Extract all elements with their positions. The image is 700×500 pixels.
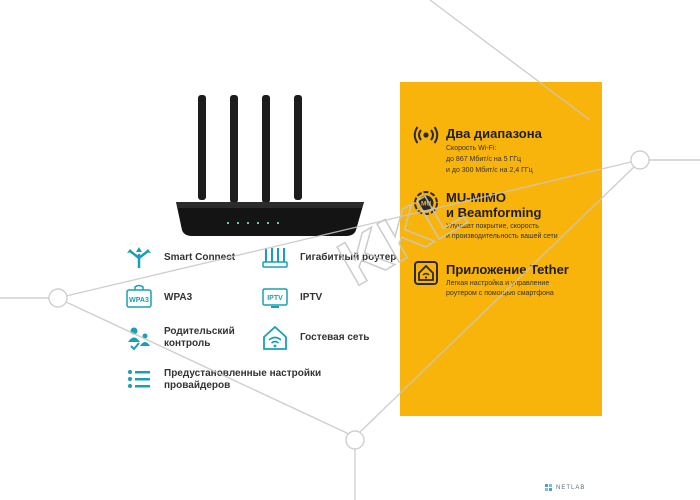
netlab-logo: NETLAB: [545, 484, 585, 492]
isp-settings-icon: [124, 365, 154, 395]
tether-title: Приложение Tether: [446, 262, 569, 277]
smart-connect-icon: [124, 243, 154, 273]
feature-iptv: IPTV IPTV: [260, 283, 322, 313]
dual-band-signal-icon: [413, 122, 439, 148]
feature-label: Гостевая сеть: [300, 332, 370, 343]
router-image: [170, 90, 370, 238]
feature-wpa3: WPA3 WPA3: [124, 283, 192, 313]
guest-network-icon: [260, 323, 290, 353]
gigabit-ports-icon: [260, 243, 290, 273]
iptv-icon: IPTV: [260, 283, 290, 313]
feature-label: Smart Connect: [164, 252, 236, 263]
dual-band-desc-line: Скорость Wi-Fi:: [446, 145, 497, 152]
mu-mimo-title: и Beamforming: [446, 205, 542, 220]
feature-guest-network: Гостевая сеть: [260, 323, 369, 353]
svg-text:IPTV: IPTV: [267, 295, 283, 302]
tether-desc-line: Легкая настройка и управление: [446, 280, 550, 287]
parental-control-icon: [124, 323, 154, 353]
mu-mimo-desc-line: и производительность вашей сети: [446, 233, 558, 240]
feature-smart-connect: Smart Connect: [124, 243, 235, 273]
highlights-panel: Два диапазона Скорость Wi-Fi: до 867 Мби…: [400, 82, 602, 416]
feature-label: Гигабитный роутер: [300, 252, 397, 263]
feature-label: WPA3: [164, 292, 193, 303]
dual-band-desc-line: и до 300 Мбит/с на 2,4 ГГц: [446, 167, 533, 174]
dual-band-title: Два диапазона: [446, 126, 542, 141]
tether-desc-line: роутером с помощью смартфона: [446, 290, 554, 297]
wpa3-icon: WPA3: [124, 283, 154, 313]
mu-mimo-icon: MU: [413, 190, 439, 216]
tether-app-icon: [413, 260, 439, 286]
dual-band-desc-line: до 867 Мбит/с на 5 ГГц: [446, 156, 522, 163]
feature-gigabit: Гигабитный роутер: [260, 243, 396, 273]
svg-text:WPA3: WPA3: [129, 297, 149, 304]
feature-list: Smart Connect Гигабитный роутер WPA3 WPA…: [118, 243, 408, 403]
mu-mimo-desc-line: Улучшат покрытие, скорость: [446, 223, 539, 230]
mu-mimo-title: MU-MIMO: [446, 190, 506, 205]
logo-text: NETLAB: [556, 485, 586, 491]
feature-label: IPTV: [300, 292, 323, 303]
svg-text:MU: MU: [421, 201, 431, 208]
